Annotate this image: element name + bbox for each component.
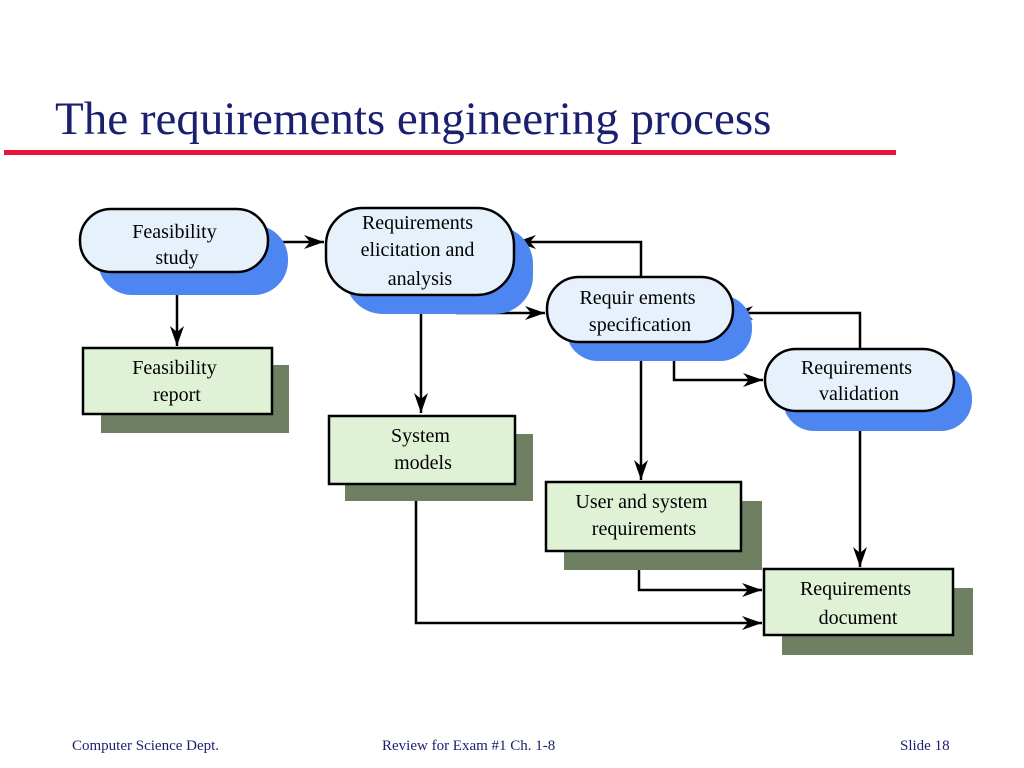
process-box	[78, 207, 270, 274]
process-feasibility-study: Feasibility study	[78, 207, 288, 295]
document-box	[762, 567, 955, 637]
document-label: System models	[391, 425, 455, 474]
footer-slide-number: Slide 18	[900, 738, 950, 754]
process-box	[324, 206, 516, 297]
document-requirements-document: Requirements document	[762, 567, 973, 655]
arrow-validation-to-specification	[733, 306, 862, 349]
process-label: Feasibility study	[132, 221, 221, 269]
label-line: models	[394, 452, 452, 474]
label-line: specification	[589, 314, 691, 336]
document-label: User and system requirements	[575, 491, 712, 540]
footer-course-title: Review for Exam #1 Ch. 1-8	[382, 738, 556, 754]
label-line: elicitation and	[361, 239, 475, 261]
label-line: validation	[819, 383, 899, 405]
label-line: Requir ements	[579, 287, 695, 309]
document-box	[81, 346, 274, 416]
label-line: User and system	[575, 491, 708, 513]
process-box	[763, 347, 956, 413]
process-label: Requirements validation	[801, 357, 917, 405]
label-line: Requirements	[362, 212, 473, 234]
title-underline	[4, 150, 896, 155]
label-line: analysis	[388, 268, 453, 290]
document-box	[327, 414, 517, 486]
process-box	[545, 275, 735, 344]
process-elicitation-analysis: Requirements elicitation and analysis	[324, 206, 533, 314]
label-line: Requirements	[801, 357, 912, 379]
label-line: requirements	[592, 518, 697, 540]
process-specification: Requir ements specification	[545, 275, 752, 361]
label-line: System	[391, 425, 450, 447]
process-validation: Requirements validation	[763, 347, 972, 431]
process-label: Requirements elicitation and analysis	[361, 212, 480, 290]
label-line: Feasibility	[132, 357, 216, 379]
document-system-models: System models	[327, 414, 533, 501]
document-feasibility-report: Feasibility report	[81, 346, 289, 433]
document-user-system-requirements: User and system requirements	[544, 480, 762, 570]
footer-department: Computer Science Dept.	[72, 738, 220, 754]
process-label: Requir ements specification	[579, 287, 700, 336]
label-line: report	[153, 384, 201, 406]
label-line: Requirements	[800, 578, 911, 600]
label-line: Feasibility	[132, 221, 216, 243]
document-box	[544, 480, 743, 553]
arrow-specification-to-elicitation	[516, 235, 643, 277]
label-line: study	[155, 247, 198, 269]
document-label: Requirements document	[800, 578, 916, 629]
label-line: document	[819, 607, 898, 629]
slide-title: The requirements engineering process	[55, 93, 772, 145]
document-label: Feasibility report	[132, 357, 221, 406]
arrow-models-to-document	[414, 484, 762, 630]
